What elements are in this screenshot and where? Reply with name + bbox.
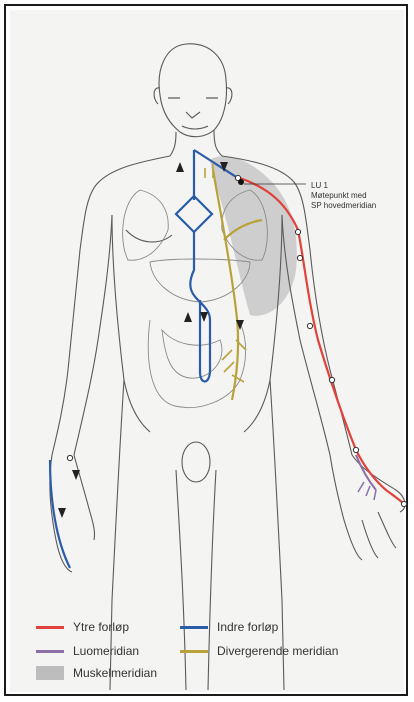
annotation-line-1: LU 1 [311, 181, 401, 191]
body-outline [50, 44, 405, 690]
lu1-point [238, 179, 244, 185]
annotation-line-3: SP hovedmeridian [311, 201, 401, 211]
direction-arrows [58, 162, 244, 518]
lu1-annotation: LU 1 Møtepunkt med SP hovedmeridian [311, 181, 401, 211]
annotation-line-2: Møtepunkt med [311, 191, 401, 201]
inner-path [50, 150, 238, 568]
